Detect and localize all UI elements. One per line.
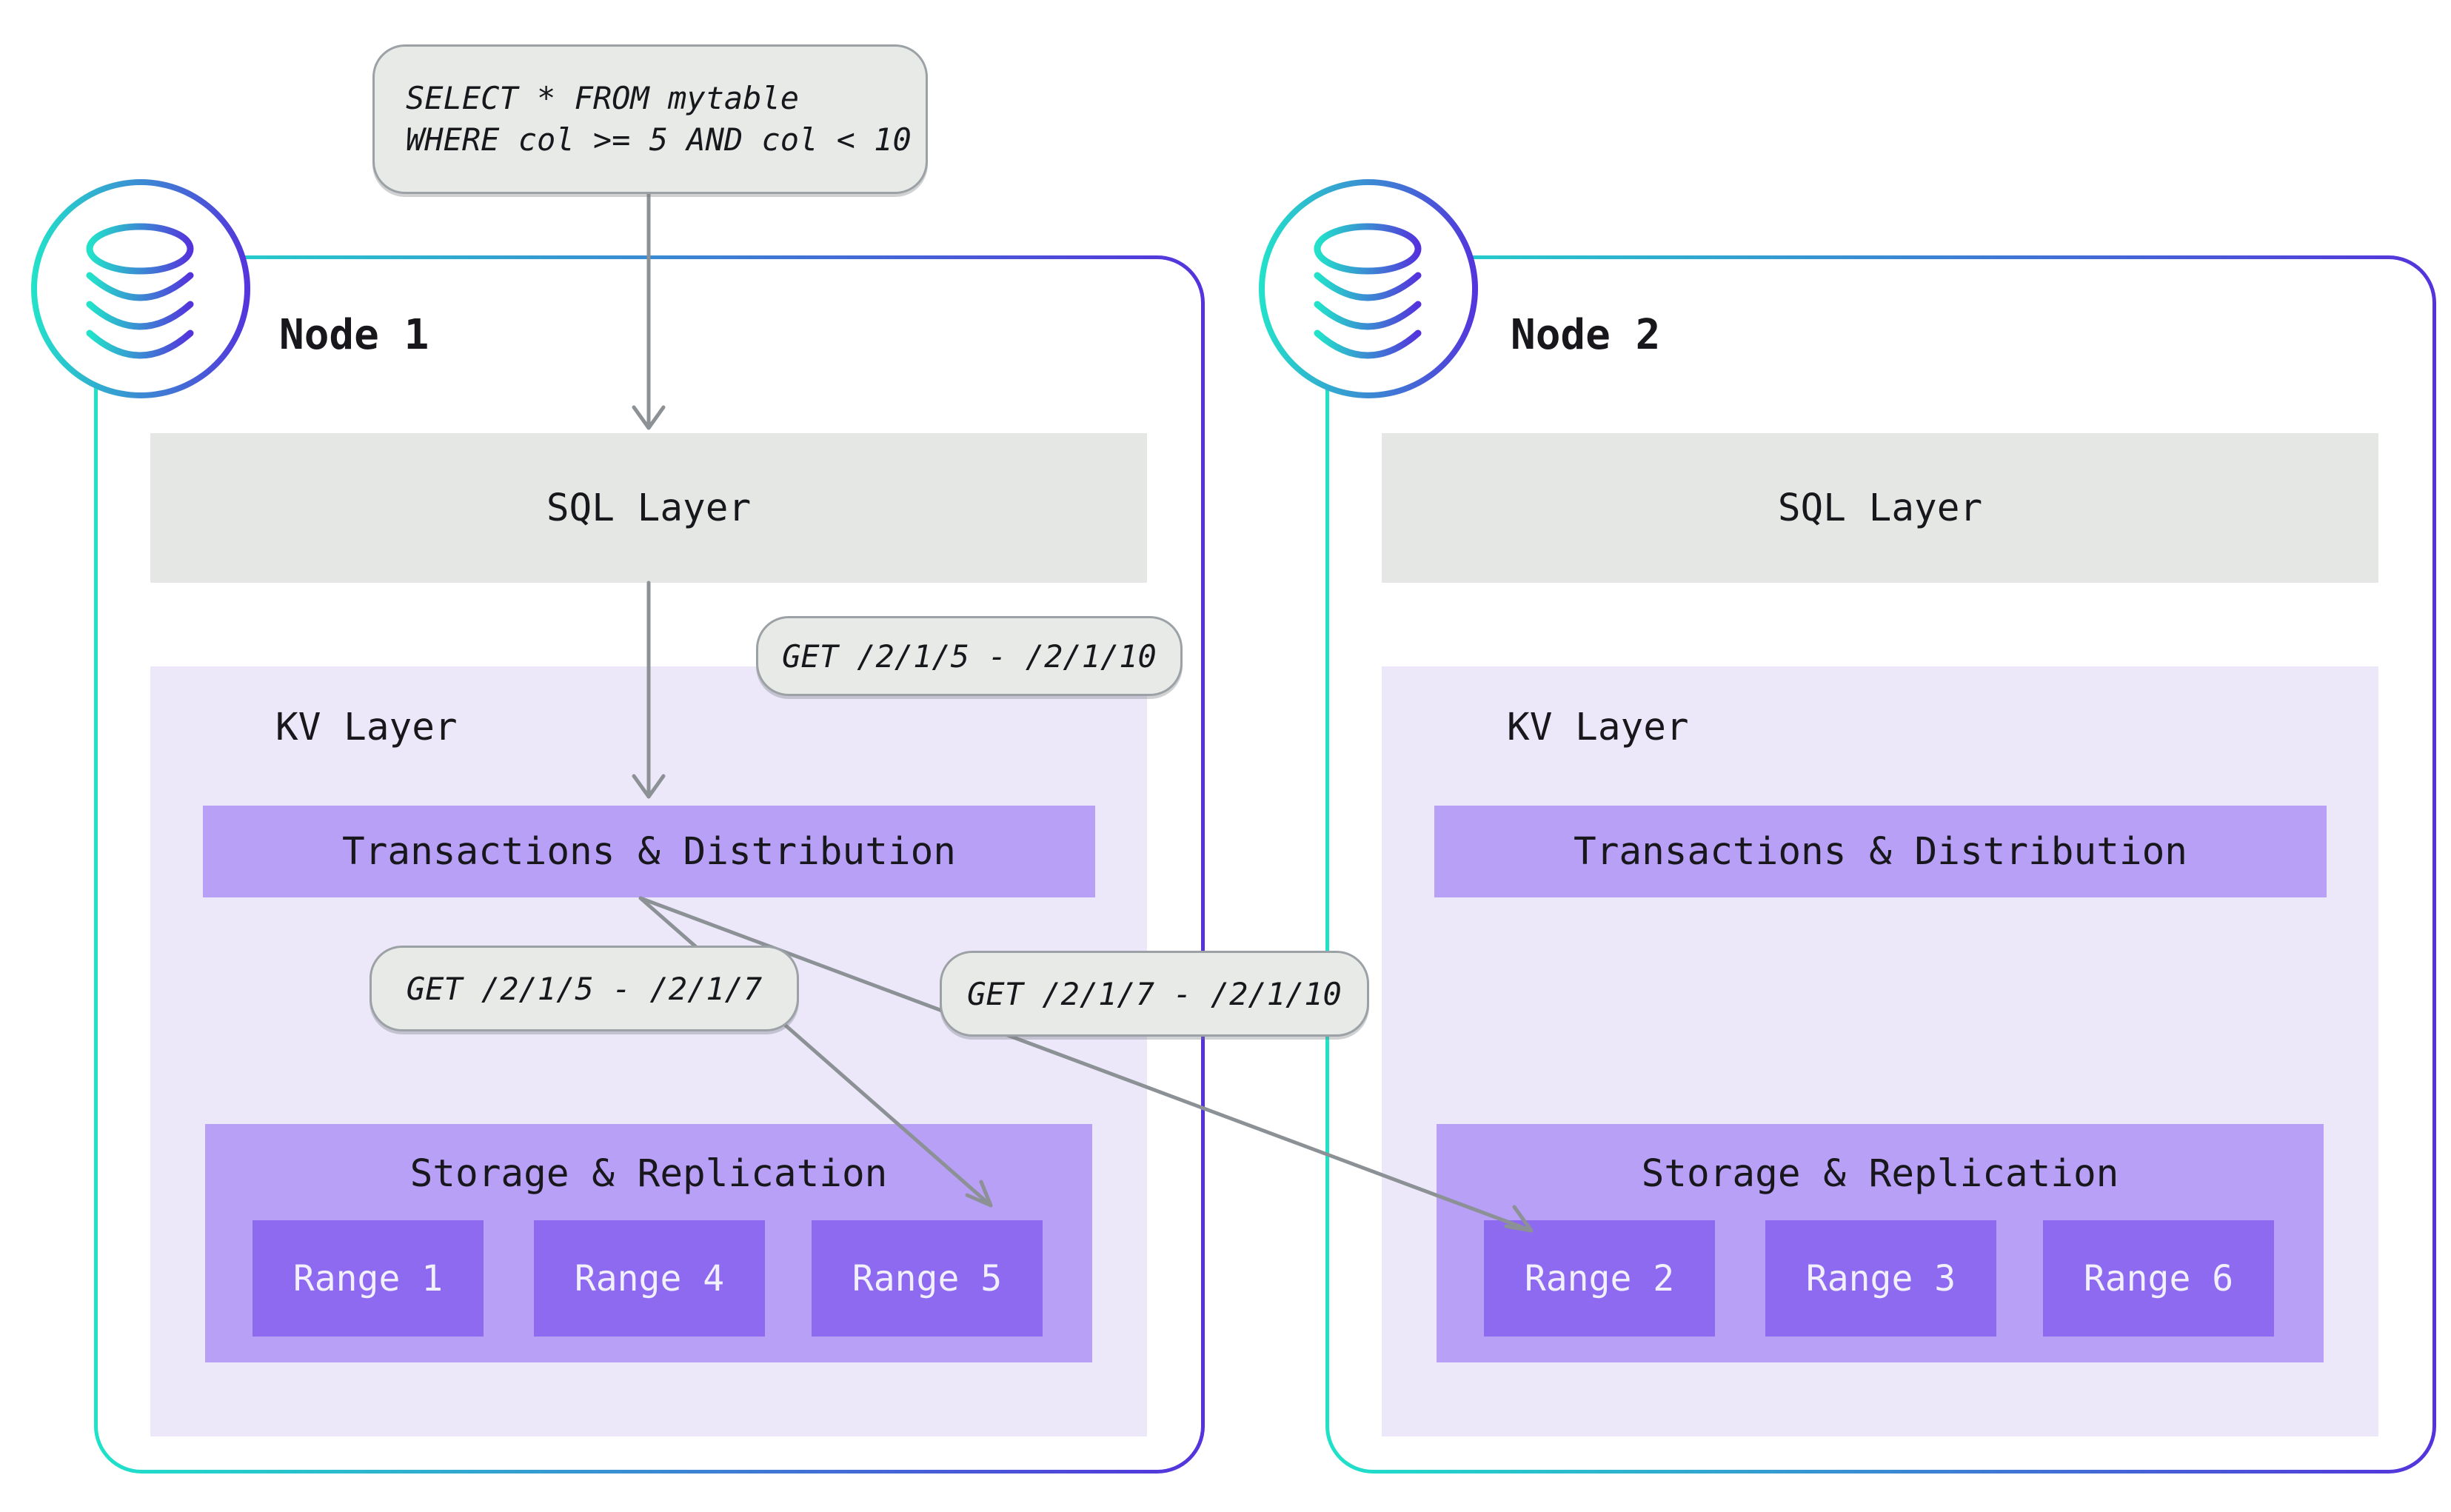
node-1-container: Node 1 SQL Layer KV Layer Transactions &…: [94, 255, 1205, 1473]
node-1-storage-title: Storage & Replication: [409, 1152, 888, 1196]
node-1-title: Node 1: [279, 311, 429, 359]
sql-query-line-1: SELECT * FROM mytable: [406, 80, 800, 116]
get-request-label-remote-range: GET /2/1/7 - /2/1/10: [940, 951, 1369, 1037]
node-2-title: Node 2: [1511, 311, 1661, 359]
arrowhead-td-to-range2: [1504, 1205, 1534, 1233]
node-2-kv-layer-label: KV Layer: [1507, 706, 1689, 749]
arrow-td-to-range5: [638, 896, 993, 1208]
node-2-range-2: Range 2: [1484, 1220, 1715, 1337]
node-2-storage-title: Storage & Replication: [1641, 1152, 2119, 1196]
node-1-transactions-distribution: Transactions & Distribution: [203, 806, 1095, 897]
node-1-sql-layer: SQL Layer: [150, 433, 1147, 583]
node-1-kv-layer-label: KV Layer: [275, 706, 458, 749]
node-2-container: Node 2 SQL Layer KV Layer Transactions &…: [1325, 255, 2436, 1473]
node-2-transactions-distribution: Transactions & Distribution: [1434, 806, 2327, 897]
node-2-range-3: Range 3: [1765, 1220, 1996, 1337]
node-1-range-1: Range 1: [253, 1220, 484, 1337]
node-1-range-5: Range 5: [812, 1220, 1043, 1337]
node-2-database-icon: [1259, 179, 1478, 398]
get-request-label-full-range: GET /2/1/5 - /2/1/10: [756, 616, 1183, 696]
arrowhead-sql-to-kv: [632, 774, 666, 799]
node-2-range-6: Range 6: [2043, 1220, 2274, 1337]
arrow-td-to-range2: [638, 896, 1534, 1233]
get-request-label-local-range: GET /2/1/5 - /2/1/7: [370, 946, 799, 1031]
arrowhead-query-to-sql: [632, 405, 666, 430]
node-1-database-icon: [31, 179, 250, 398]
node-2-sql-layer: SQL Layer: [1382, 433, 2378, 583]
database-cylinder-icon: [1314, 223, 1422, 359]
arrowhead-td-to-range5: [965, 1180, 993, 1208]
sql-query-line-2: WHERE col >= 5 AND col < 10: [406, 121, 912, 158]
database-cylinder-icon: [86, 223, 194, 359]
sql-query-label: SELECT * FROM mytable WHERE col >= 5 AND…: [372, 44, 928, 194]
node-1-range-4: Range 4: [534, 1220, 765, 1337]
node-2-storage-replication: Storage & Replication Range 2 Range 3 Ra…: [1437, 1124, 2324, 1362]
